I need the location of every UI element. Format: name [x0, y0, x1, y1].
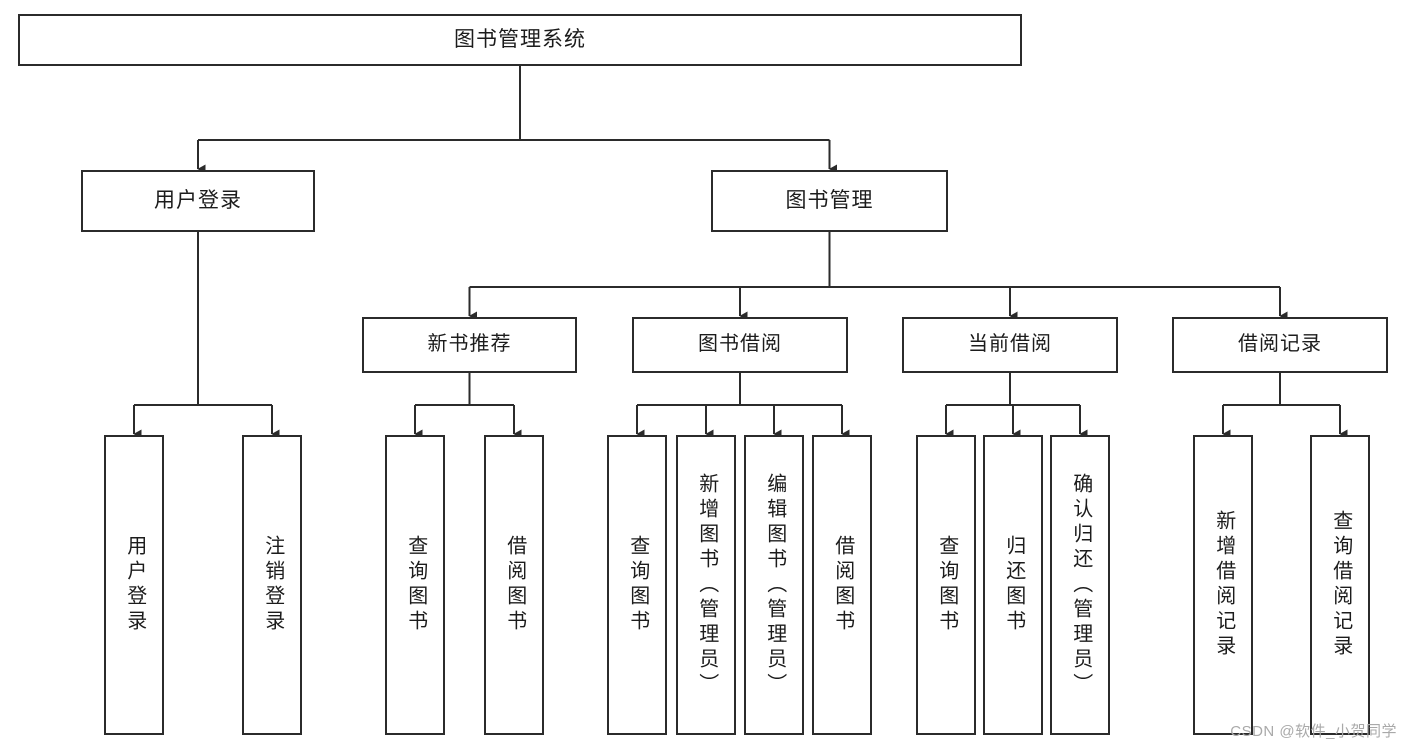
- node-label: 用户登录: [123, 535, 146, 635]
- node-label: 新增借阅记录: [1212, 510, 1235, 660]
- node-label: 图书管理系统: [454, 27, 586, 51]
- node-label: 图书管理: [785, 188, 874, 212]
- node-leaf-user-login[interactable]: 用户登录: [104, 435, 164, 735]
- node-label: 用户登录: [154, 188, 242, 212]
- node-label: 查询图书: [404, 535, 427, 635]
- node-leaf-bb-add[interactable]: 新增图书（管理员）: [676, 435, 736, 735]
- node-label: 查询借阅记录: [1329, 510, 1352, 660]
- node-leaf-rec-query[interactable]: 查询图书: [385, 435, 445, 735]
- node-label: 归还图书: [1002, 535, 1025, 635]
- node-book-manage[interactable]: 图书管理: [711, 170, 948, 232]
- node-leaf-cb-return[interactable]: 归还图书: [983, 435, 1043, 735]
- node-label: 查询图书: [626, 535, 649, 635]
- node-label: 图书借阅: [698, 333, 782, 356]
- node-user-login[interactable]: 用户登录: [81, 170, 315, 232]
- node-book-borrow[interactable]: 图书借阅: [632, 317, 848, 373]
- node-borrow-record[interactable]: 借阅记录: [1172, 317, 1388, 373]
- node-leaf-br-query[interactable]: 查询借阅记录: [1310, 435, 1370, 735]
- node-leaf-cb-query[interactable]: 查询图书: [916, 435, 976, 735]
- node-leaf-bb-query[interactable]: 查询图书: [607, 435, 667, 735]
- node-current-borrow[interactable]: 当前借阅: [902, 317, 1118, 373]
- node-label: 确认归还（管理员）: [1069, 472, 1092, 698]
- node-leaf-bb-edit[interactable]: 编辑图书（管理员）: [744, 435, 804, 735]
- node-label: 借阅图书: [503, 535, 526, 635]
- node-label: 新书推荐: [427, 333, 512, 356]
- node-leaf-bb-borrow[interactable]: 借阅图书: [812, 435, 872, 735]
- node-root[interactable]: 图书管理系统: [18, 14, 1022, 66]
- node-label: 新增图书（管理员）: [695, 472, 718, 698]
- node-leaf-user-logout[interactable]: 注销登录: [242, 435, 302, 735]
- edge-group: [132, 66, 1348, 439]
- node-leaf-br-add[interactable]: 新增借阅记录: [1193, 435, 1253, 735]
- node-leaf-rec-borrow[interactable]: 借阅图书: [484, 435, 544, 735]
- node-leaf-cb-confirm[interactable]: 确认归还（管理员）: [1050, 435, 1110, 735]
- node-label: 当前借阅: [968, 333, 1052, 356]
- node-label: 借阅图书: [831, 535, 854, 635]
- node-new-book-rec[interactable]: 新书推荐: [362, 317, 577, 373]
- node-label: 注销登录: [261, 535, 284, 635]
- csdn-watermark: CSDN @软件_小贺同学: [1230, 723, 1397, 740]
- node-label: 查询图书: [935, 535, 958, 635]
- node-label: 借阅记录: [1238, 333, 1322, 356]
- node-label: 编辑图书（管理员）: [763, 472, 786, 698]
